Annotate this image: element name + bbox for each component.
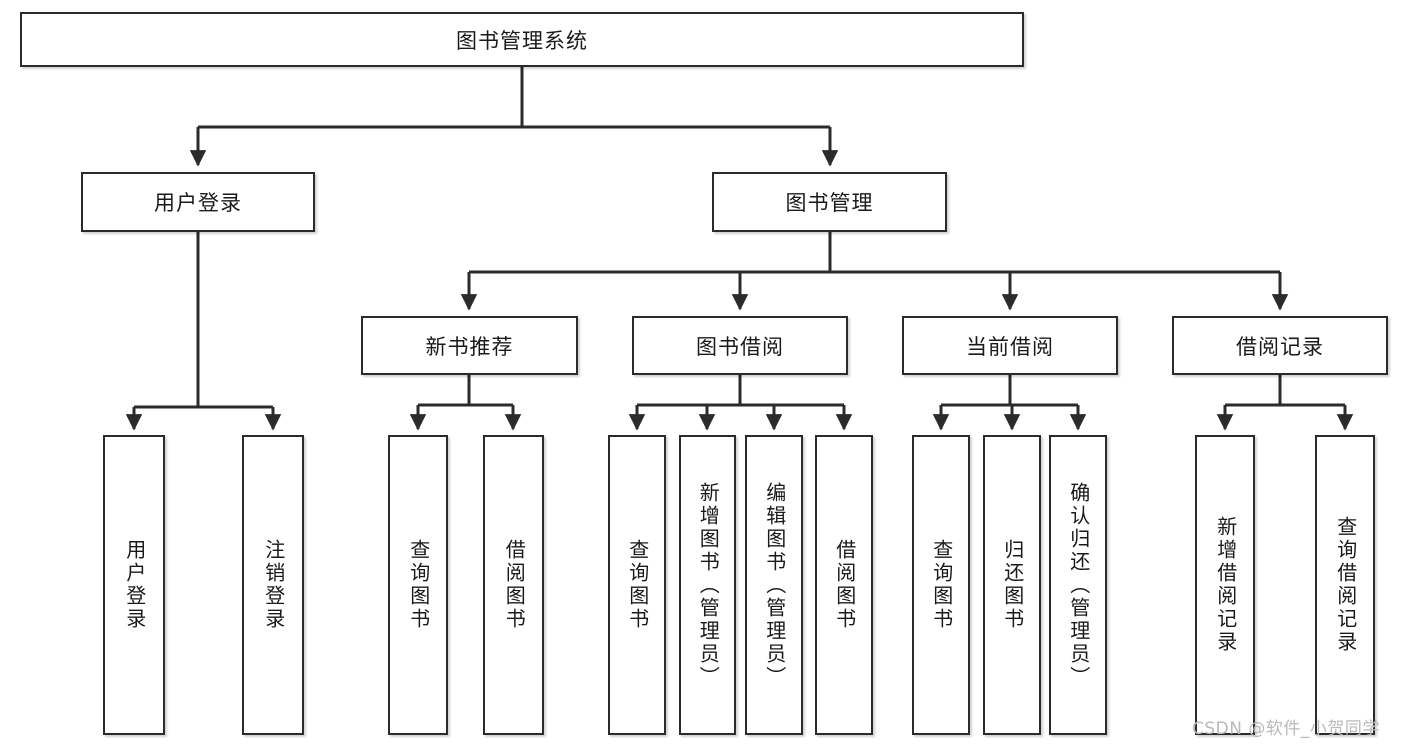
leaf-logout-label: 注销登录 <box>261 539 286 631</box>
leaf-add-record-label: 新增借阅记录 <box>1213 516 1238 654</box>
csdn-watermark: CSDN @软件_小贺同学 <box>1192 719 1380 739</box>
leaf-edit-book[interactable]: 编辑图书（管理员） <box>745 435 803 735</box>
node-current-borrow[interactable]: 当前借阅 <box>902 316 1118 375</box>
node-current-borrow-label: 当前借阅 <box>966 334 1054 359</box>
leaf-user-login-label: 用户登录 <box>122 539 147 631</box>
node-new-book-recommend[interactable]: 新书推荐 <box>361 316 578 375</box>
leaf-query-book-recommend[interactable]: 查询图书 <box>388 435 448 735</box>
leaf-add-book[interactable]: 新增图书（管理员） <box>679 435 736 735</box>
leaf-borrow-book-recommend-label: 借阅图书 <box>502 539 527 631</box>
leaf-confirm-return-label: 确认归还（管理员） <box>1066 481 1091 689</box>
leaf-add-book-label: 新增图书（管理员） <box>696 481 721 689</box>
leaf-query-record-label: 查询借阅记录 <box>1333 516 1358 654</box>
leaf-return-book[interactable]: 归还图书 <box>983 435 1041 735</box>
node-user-login-label: 用户登录 <box>154 191 242 215</box>
node-root-label: 图书管理系统 <box>456 28 588 53</box>
leaf-confirm-return[interactable]: 确认归还（管理员） <box>1049 435 1107 735</box>
node-user-login[interactable]: 用户登录 <box>81 172 315 232</box>
node-borrow-record-label: 借阅记录 <box>1236 334 1324 359</box>
node-borrow-record[interactable]: 借阅记录 <box>1172 316 1388 375</box>
leaf-query-book-current[interactable]: 查询图书 <box>912 435 970 735</box>
leaf-query-book-borrow[interactable]: 查询图书 <box>608 435 666 735</box>
leaf-query-book-borrow-label: 查询图书 <box>625 539 650 631</box>
leaf-query-book-recommend-label: 查询图书 <box>406 539 431 631</box>
leaf-borrow-book-label: 借阅图书 <box>832 539 857 631</box>
leaf-borrow-book[interactable]: 借阅图书 <box>815 435 873 735</box>
leaf-add-record[interactable]: 新增借阅记录 <box>1195 435 1255 735</box>
node-book-borrow[interactable]: 图书借阅 <box>632 316 848 375</box>
leaf-borrow-book-recommend[interactable]: 借阅图书 <box>483 435 544 735</box>
node-new-book-recommend-label: 新书推荐 <box>425 334 514 359</box>
node-book-manage-label: 图书管理 <box>785 191 874 215</box>
leaf-logout[interactable]: 注销登录 <box>242 435 304 735</box>
leaf-query-record[interactable]: 查询借阅记录 <box>1315 435 1375 735</box>
leaf-query-book-current-label: 查询图书 <box>929 539 954 631</box>
leaf-edit-book-label: 编辑图书（管理员） <box>762 481 787 689</box>
leaf-return-book-label: 归还图书 <box>1000 539 1025 631</box>
node-book-manage[interactable]: 图书管理 <box>712 172 947 232</box>
node-root[interactable]: 图书管理系统 <box>20 12 1024 67</box>
node-book-borrow-label: 图书借阅 <box>696 334 784 359</box>
leaf-user-login[interactable]: 用户登录 <box>103 435 165 735</box>
